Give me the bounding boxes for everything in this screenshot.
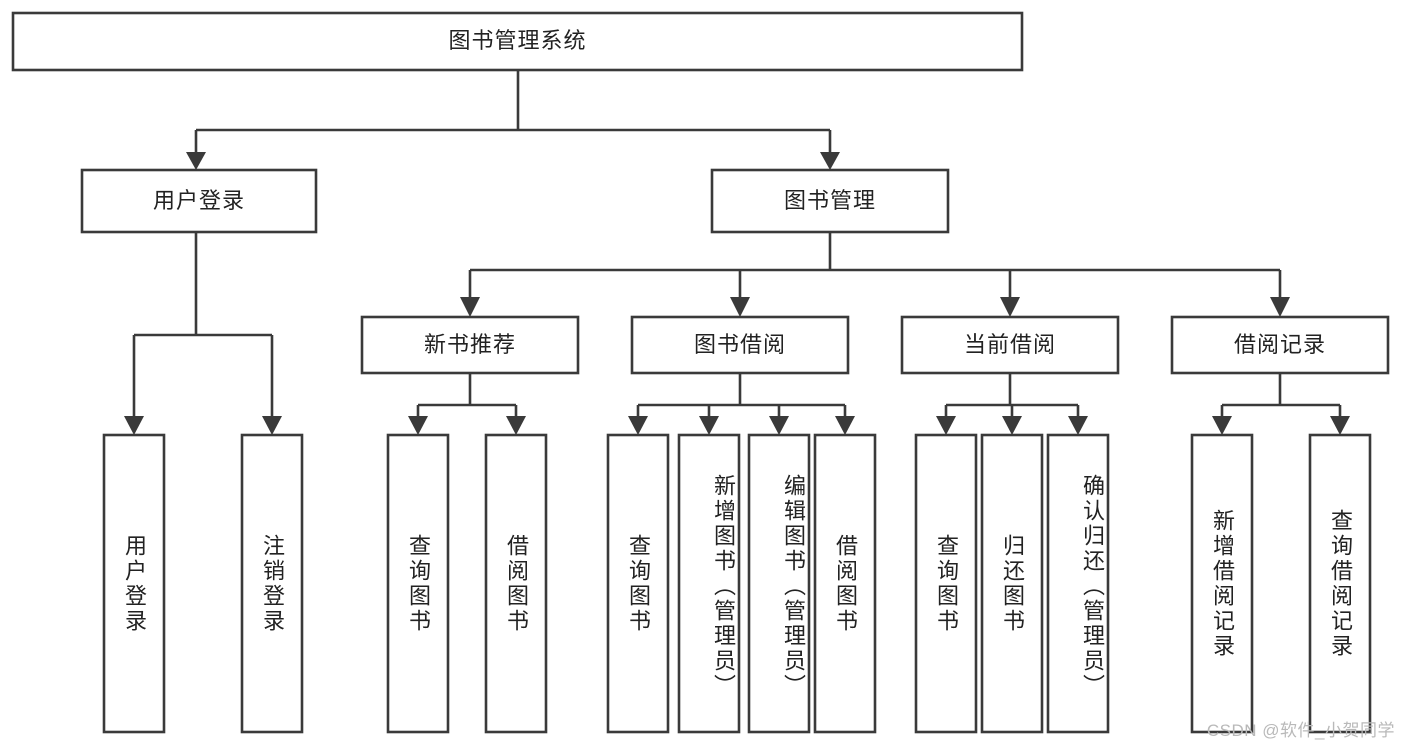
connector-group-borrow-record bbox=[1212, 373, 1350, 435]
node-box-leaf[interactable] bbox=[980, 433, 1044, 734]
connector-group-book-borrow bbox=[628, 373, 855, 435]
node-box-leaf[interactable] bbox=[606, 433, 670, 734]
connector-group-user-login bbox=[124, 232, 282, 435]
node-box-current-borrow[interactable] bbox=[900, 315, 1120, 375]
node-box-leaf[interactable] bbox=[102, 433, 166, 734]
node-box-leaf[interactable] bbox=[747, 433, 811, 734]
node-box-book-borrow[interactable] bbox=[630, 315, 850, 375]
node-box-new-book-recommend[interactable] bbox=[360, 315, 580, 375]
node-box-leaf[interactable] bbox=[386, 433, 450, 734]
node-box-leaf[interactable] bbox=[1308, 433, 1372, 734]
node-box-root[interactable] bbox=[11, 11, 1024, 72]
node-box-leaf[interactable] bbox=[240, 433, 304, 734]
node-box-leaf[interactable] bbox=[1046, 433, 1110, 734]
connector-group-current-borrow bbox=[936, 373, 1088, 435]
node-box-leaf[interactable] bbox=[484, 433, 548, 734]
node-box-leaf[interactable] bbox=[813, 433, 877, 734]
watermark-text: CSDN @软件_小贺同学 bbox=[1206, 721, 1395, 740]
node-box-leaf[interactable] bbox=[677, 433, 741, 734]
connector-group-new-book bbox=[408, 373, 526, 435]
node-box-book-management[interactable] bbox=[710, 168, 950, 234]
connector-group-book-management bbox=[460, 232, 1290, 317]
node-box-leaf[interactable] bbox=[914, 433, 978, 734]
node-box-user-login[interactable] bbox=[80, 168, 318, 234]
connector-group-root bbox=[186, 70, 840, 170]
node-box-borrow-record[interactable] bbox=[1170, 315, 1390, 375]
node-box-leaf[interactable] bbox=[1190, 433, 1254, 734]
